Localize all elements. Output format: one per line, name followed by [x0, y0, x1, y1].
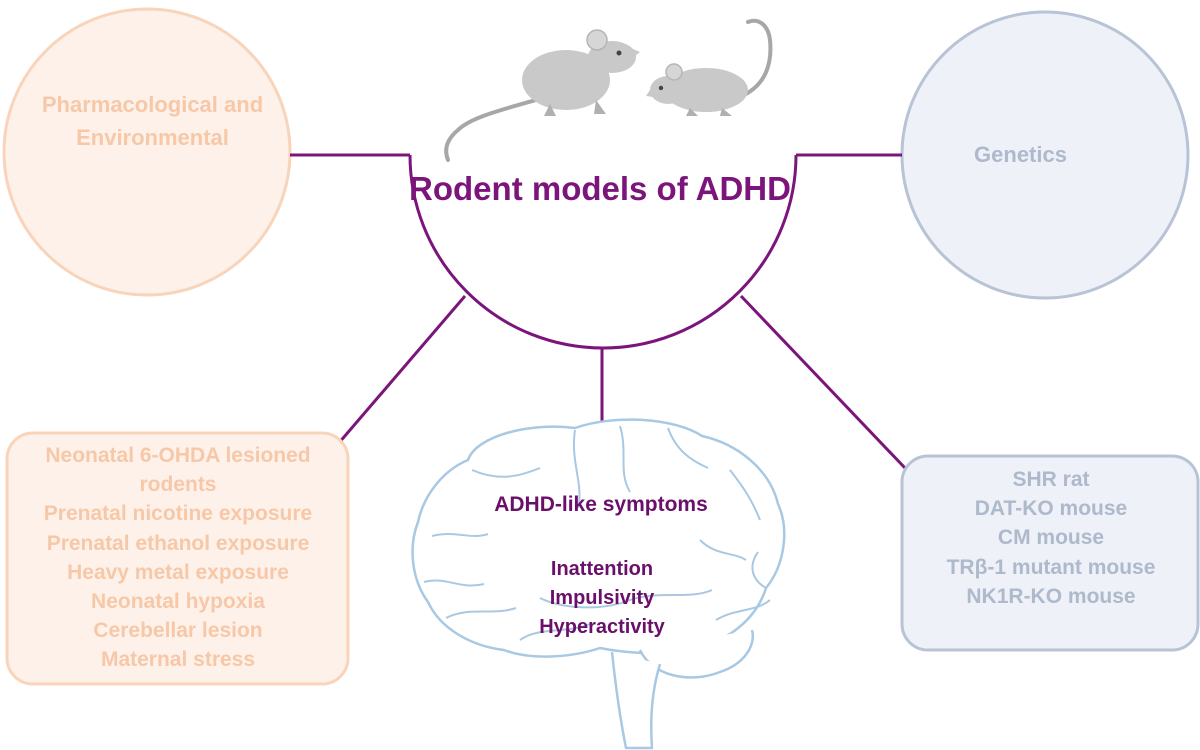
list-item: CM mouse: [997, 526, 1105, 550]
genetics-circle-title: Genetics: [974, 142, 1067, 167]
symptoms-title: ADHD-like symptoms: [494, 493, 708, 516]
list-item: Heavy metal exposure: [67, 560, 289, 584]
connector-left-box: [336, 295, 467, 445]
pharma-models-list: Neonatal 6-OHDA lesioned rodents Prenata…: [12, 441, 344, 675]
symptom-item: Inattention: [550, 558, 654, 580]
list-item: TRβ-1 mutant mouse: [946, 555, 1156, 579]
symptom-item: Hyperactivity: [539, 616, 665, 638]
list-item: Prenatal nicotine exposure: [43, 502, 313, 526]
pharma-box: [5, 431, 350, 686]
list-item: Cerebellar lesion: [93, 619, 263, 643]
list-item: Maternal stress: [100, 648, 256, 672]
genetic-models-list: SHR rat DAT-KO mouse CM mouse TRβ-1 muta…: [905, 465, 1197, 611]
symptom-item: Impulsivity: [549, 587, 655, 609]
symptoms-list: Inattention Impulsivity Hyperactivity: [482, 555, 722, 642]
list-item: Neonatal hypoxia: [91, 590, 265, 614]
center-title: Rodent models of ADHD: [409, 170, 791, 207]
rat-icon: [444, 29, 640, 162]
list-item: NK1R-KO mouse: [966, 584, 1136, 608]
genetics-box: [900, 454, 1200, 652]
list-item: Prenatal ethanol exposure: [46, 531, 310, 555]
pharma-circle-title: Pharmacological and Environmental: [41, 92, 264, 150]
list-item: DAT-KO mouse: [974, 497, 1128, 521]
mouse-icon: [646, 18, 773, 116]
list-item: SHR rat: [1012, 468, 1090, 491]
brain-icon: [411, 418, 786, 750]
connector-lines: [290, 153, 907, 470]
connector-right-box: [739, 294, 907, 470]
pharma-circle: [2, 7, 292, 297]
list-item: Neonatal 6-OHDA lesioned rodents: [45, 444, 311, 497]
